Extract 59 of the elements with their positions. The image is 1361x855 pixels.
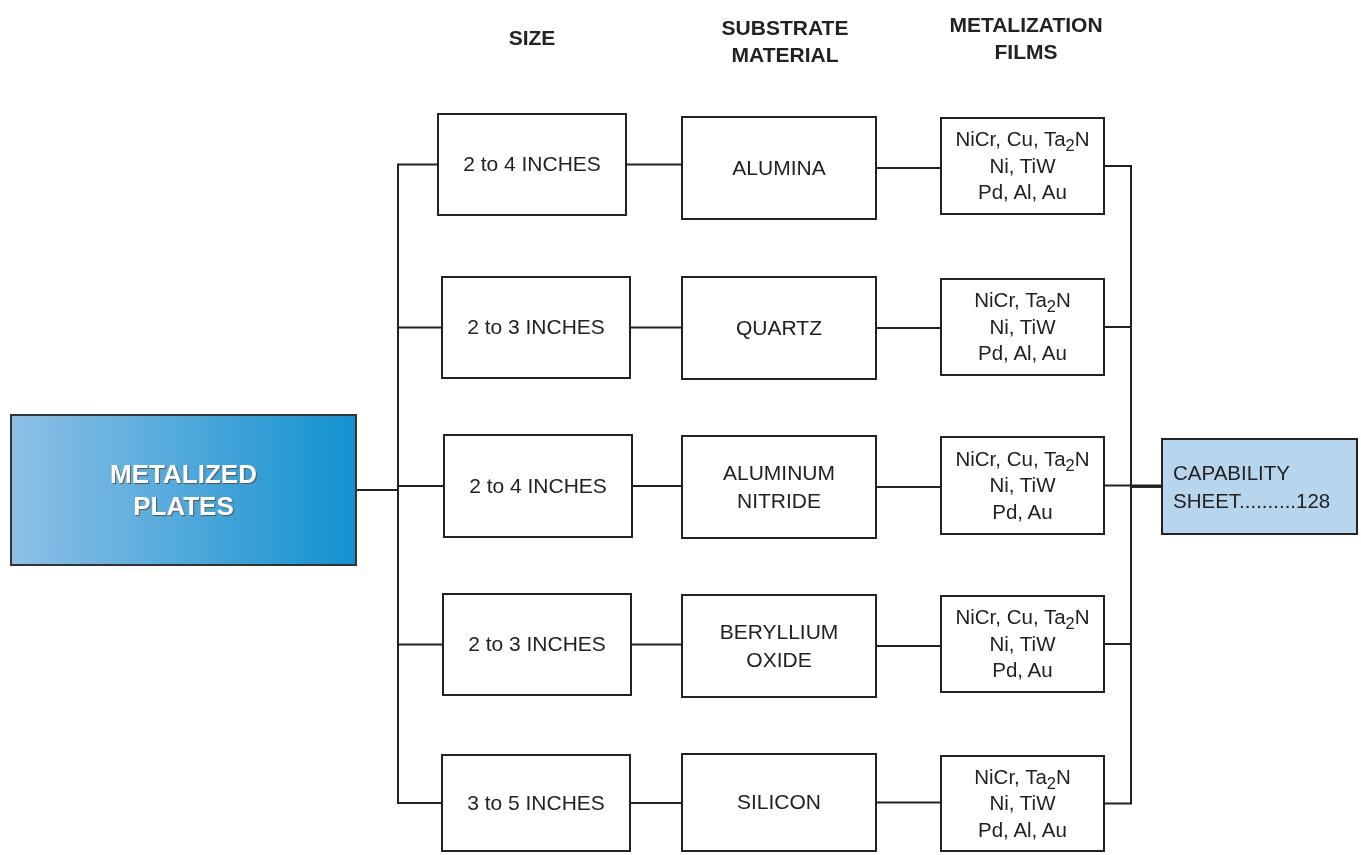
size-box xyxy=(443,434,633,538)
size-box xyxy=(441,754,631,852)
connector-line xyxy=(876,167,941,169)
film-list-line: NiCr, Ta$_{2}$N xyxy=(974,287,1071,314)
film-list-line: Pd, Au xyxy=(992,657,1053,684)
films-box xyxy=(1161,438,1358,535)
size-box xyxy=(681,276,877,380)
connector-line xyxy=(626,163,682,166)
film-list-line: NiCr, Cu, Ta$_{2}$N xyxy=(955,126,1090,153)
column-header: SIZE xyxy=(507,25,557,51)
size-box xyxy=(441,276,631,379)
material-box xyxy=(940,595,1105,693)
film-list-line: Pd, Al, Au xyxy=(978,340,1067,367)
film-list-line: Ni, TiW xyxy=(989,152,1056,179)
film-list-line: Pd, Au xyxy=(992,498,1053,525)
film-list-line: NiCr, Ta$_{2}$N xyxy=(974,763,1071,791)
node-label: ALUMINA xyxy=(732,154,826,181)
node-label: 3 to 5 INCHES xyxy=(467,789,605,816)
connector-line xyxy=(876,645,941,647)
size-box xyxy=(681,753,877,852)
size-box xyxy=(437,113,627,216)
connector-line xyxy=(632,485,682,487)
size-box xyxy=(442,593,632,696)
column-header: METALIZATION FILMS xyxy=(948,12,1104,66)
node-label: 2 to 3 INCHES xyxy=(467,314,605,341)
film-list-line: Ni, TiW xyxy=(989,630,1056,657)
material-box xyxy=(940,117,1105,215)
film-list-line: Ni, TiW xyxy=(989,472,1056,499)
node-label: CAPABILITY SHEET..........128 xyxy=(1173,459,1332,514)
connector-line xyxy=(876,486,941,488)
node-label: ALUMINUM NITRIDE xyxy=(722,459,836,514)
material-box xyxy=(940,436,1105,535)
film-list-line: Pd, Al, Au xyxy=(978,816,1067,843)
node-label: SILICON xyxy=(737,789,821,816)
node-label: QUARTZ xyxy=(736,314,822,341)
material-box xyxy=(940,755,1105,852)
connector-line xyxy=(876,327,941,329)
size-box xyxy=(681,594,877,698)
node-label: 2 to 4 INCHES xyxy=(463,151,601,178)
size-box xyxy=(681,435,877,539)
node-label: BERYLLIUM OXIDE xyxy=(718,618,840,673)
column-header: SUBSTRATE MATERIAL xyxy=(720,15,850,69)
film-list-line: Ni, TiW xyxy=(989,790,1056,817)
connector-line xyxy=(1104,485,1162,805)
film-list-line: NiCr, Cu, Ta$_{2}$N xyxy=(955,445,1090,473)
connector-line xyxy=(876,801,941,804)
connector-line xyxy=(630,326,682,329)
connector-line xyxy=(630,802,682,804)
source-box xyxy=(10,414,357,566)
connector-line xyxy=(1104,484,1162,487)
material-box xyxy=(940,278,1105,376)
film-list-line: Pd, Al, Au xyxy=(978,179,1067,206)
connector-line xyxy=(631,643,682,646)
film-list-line: NiCr, Cu, Ta$_{2}$N xyxy=(955,604,1090,631)
film-list-line: Ni, TiW xyxy=(989,313,1056,340)
node-label: 2 to 4 INCHES xyxy=(469,472,607,499)
size-box xyxy=(681,116,877,220)
node-label: 2 to 3 INCHES xyxy=(468,631,606,658)
node-label: METALIZED PLATES xyxy=(109,457,258,523)
